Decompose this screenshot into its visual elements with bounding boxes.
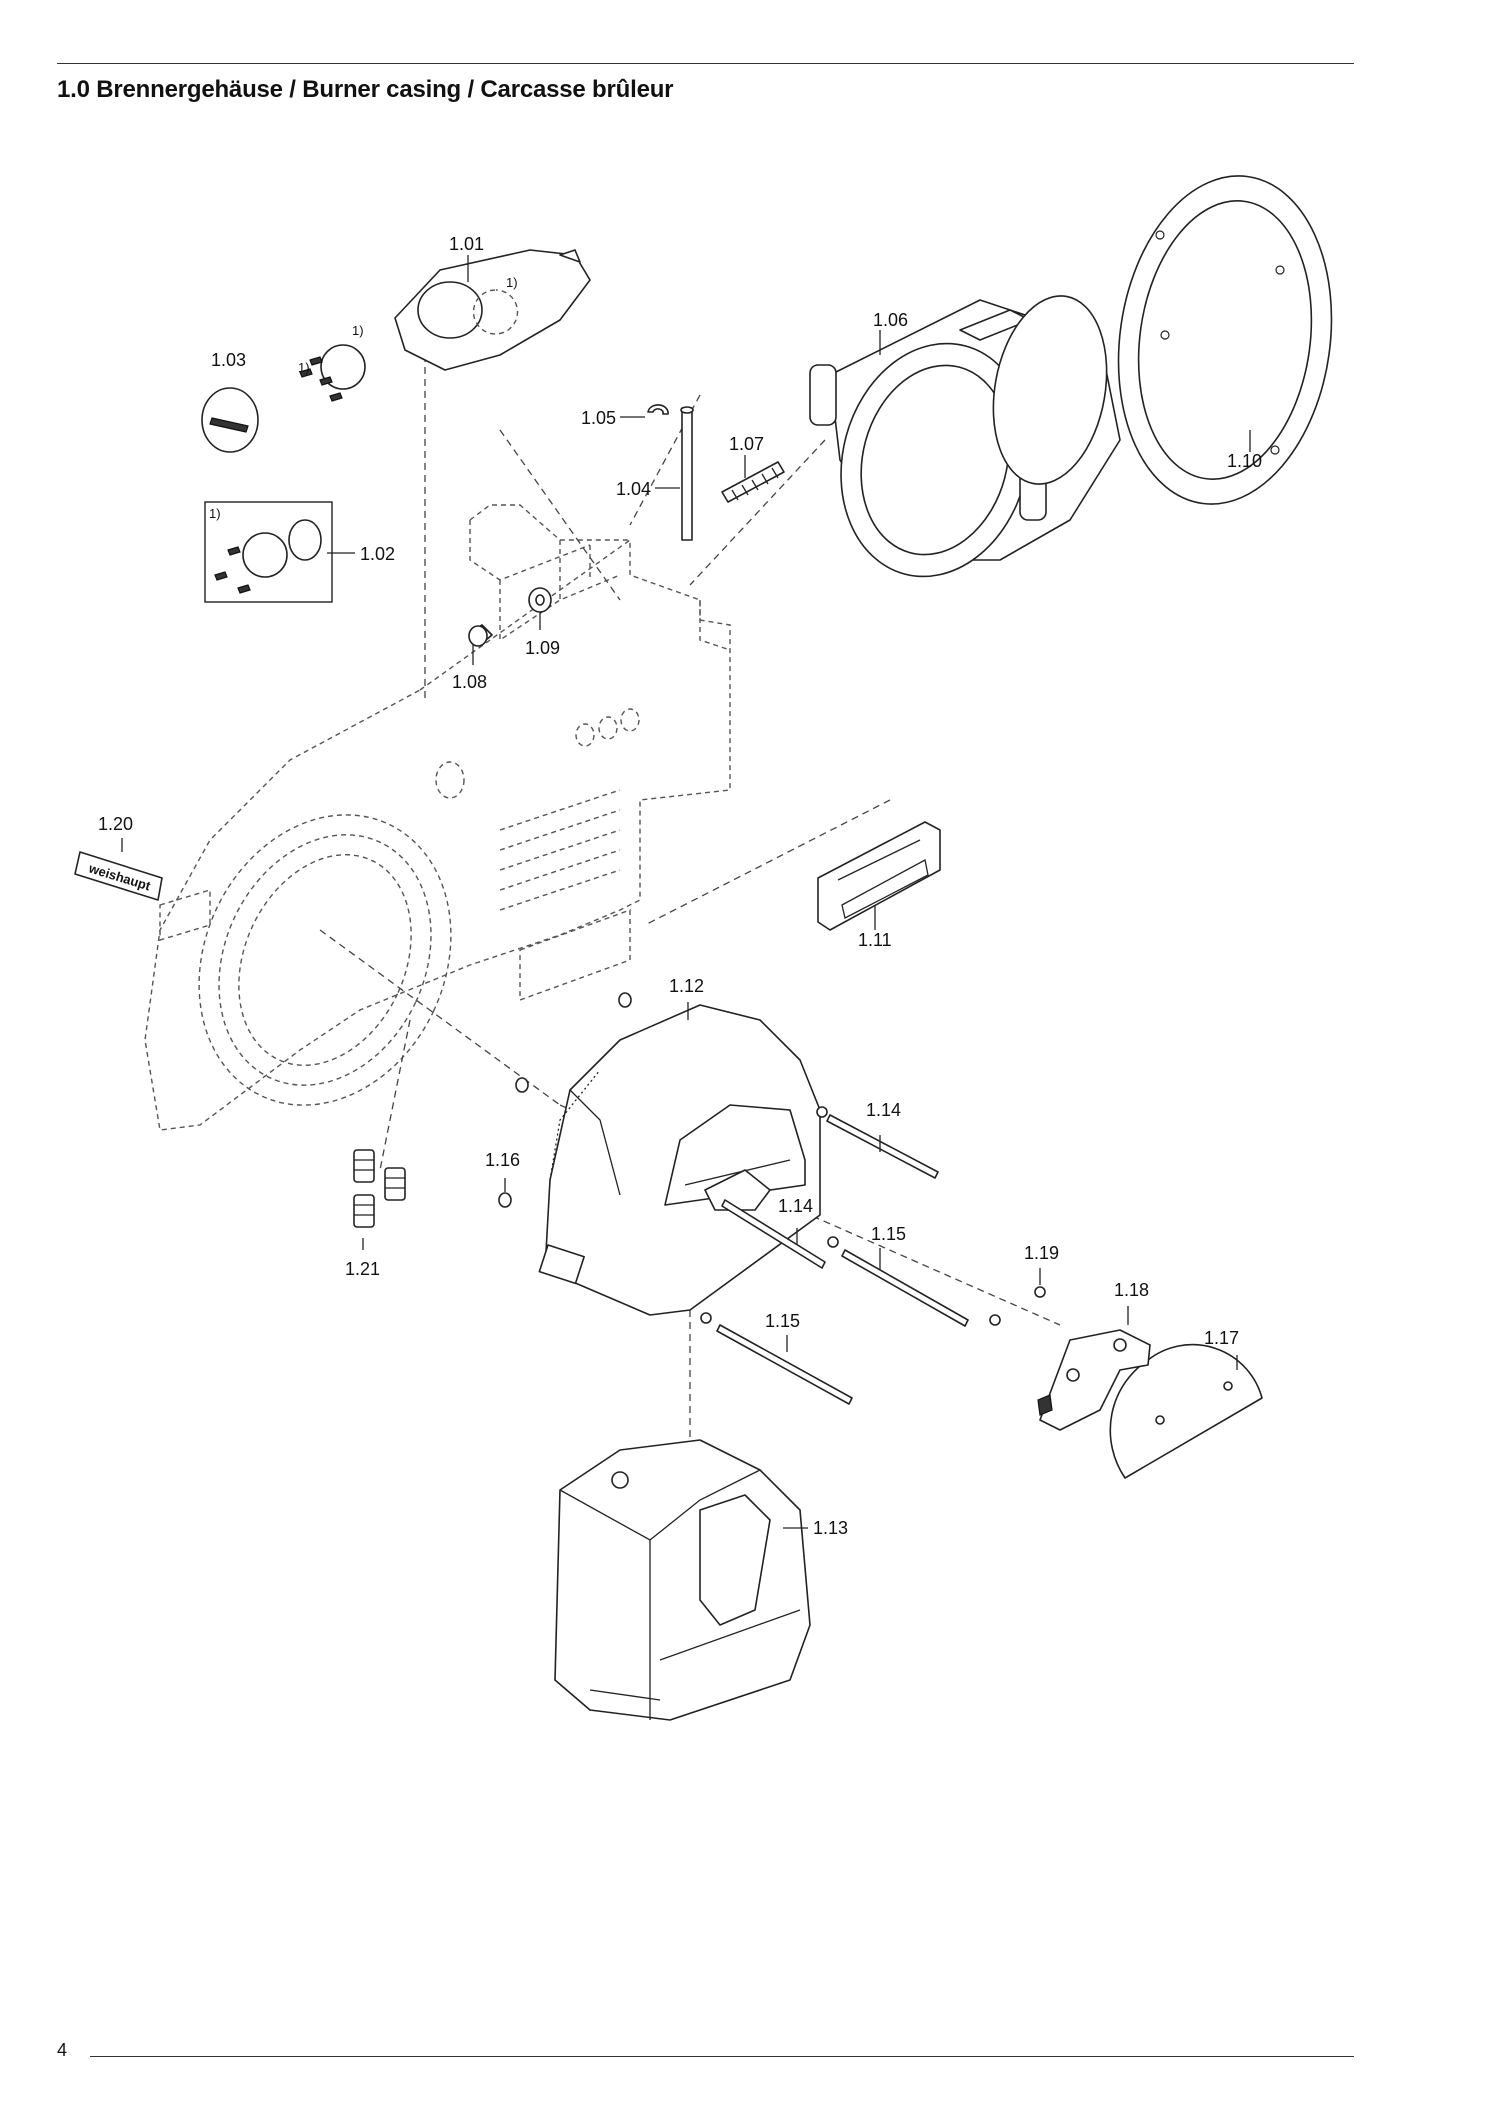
- part-1-13-lower-cover: [554, 1439, 811, 1721]
- label-1-05: 1.05: [581, 408, 616, 428]
- part-1-20-logo-plate: weishaupt: [74, 851, 163, 901]
- footnote-mark-screws: 1): [352, 323, 364, 338]
- part-1-19-nut: [1034, 1286, 1046, 1298]
- part-1-17-half-disc: [1109, 1343, 1263, 1479]
- label-1-19: 1.19: [1024, 1243, 1059, 1263]
- part-1-03-knob: [201, 344, 366, 453]
- part-1-04-rod: [680, 406, 694, 541]
- part-1-05-clip: [647, 404, 669, 415]
- label-1-09: 1.09: [525, 638, 560, 658]
- label-1-20: 1.20: [98, 814, 133, 834]
- label-1-17: 1.17: [1204, 1328, 1239, 1348]
- label-1-14-upper: 1.14: [866, 1100, 901, 1120]
- label-1-10: 1.10: [1227, 451, 1262, 471]
- part-1-09-washer: [528, 587, 552, 613]
- label-1-15-lower: 1.15: [765, 1311, 800, 1331]
- label-1-01: 1.01: [449, 234, 484, 254]
- label-1-21: 1.21: [345, 1259, 380, 1279]
- label-1-06: 1.06: [873, 310, 908, 330]
- part-1-14-rod-b: [721, 1199, 826, 1269]
- header-rule: [57, 63, 1354, 64]
- label-1-07: 1.07: [729, 434, 764, 454]
- part-1-02-kit: [204, 501, 333, 603]
- part-1-18-bracket: [1037, 1329, 1151, 1431]
- part-1-14-rod-a: [816, 1106, 939, 1179]
- label-1-03: 1.03: [211, 350, 246, 370]
- footnote-mark-screws-b: 1): [298, 360, 310, 375]
- part-1-08-plug: [468, 624, 493, 647]
- label-1-18: 1.18: [1114, 1280, 1149, 1300]
- page-number: 4: [57, 2040, 68, 2060]
- part-1-15-rod-b: [700, 1312, 853, 1405]
- label-1-13: 1.13: [813, 1518, 848, 1538]
- leader-lines: [121, 255, 1251, 1529]
- part-1-10-gasket: [1117, 175, 1333, 505]
- label-1-12: 1.12: [669, 976, 704, 996]
- label-1-16: 1.16: [485, 1150, 520, 1170]
- part-1-21-cable-glands: [353, 1149, 406, 1228]
- label-1-11: 1.11: [858, 930, 892, 950]
- part-1-16-washers: [498, 992, 632, 1208]
- label-1-08: 1.08: [452, 672, 487, 692]
- part-1-07-stud: [721, 461, 785, 503]
- label-1-15-upper: 1.15: [871, 1224, 906, 1244]
- footer-rule: [90, 2056, 1354, 2057]
- label-1-04: 1.04: [616, 479, 651, 499]
- part-1-06-flange: [809, 295, 1121, 578]
- part-1-11-plate: [817, 821, 941, 931]
- part-1-15-rod-a: [827, 1236, 1001, 1327]
- footnote-mark-1-01: 1): [506, 275, 518, 290]
- footnote-mark-kit: 1): [209, 506, 221, 521]
- label-1-14-lower: 1.14: [778, 1196, 813, 1216]
- part-1-01-cover: [394, 249, 591, 371]
- page-title: 1.0 Brennergehäuse / Burner casing / Car…: [57, 76, 674, 103]
- label-1-02: 1.02: [360, 544, 395, 564]
- part-1-12-housing-cover: [538, 1004, 821, 1316]
